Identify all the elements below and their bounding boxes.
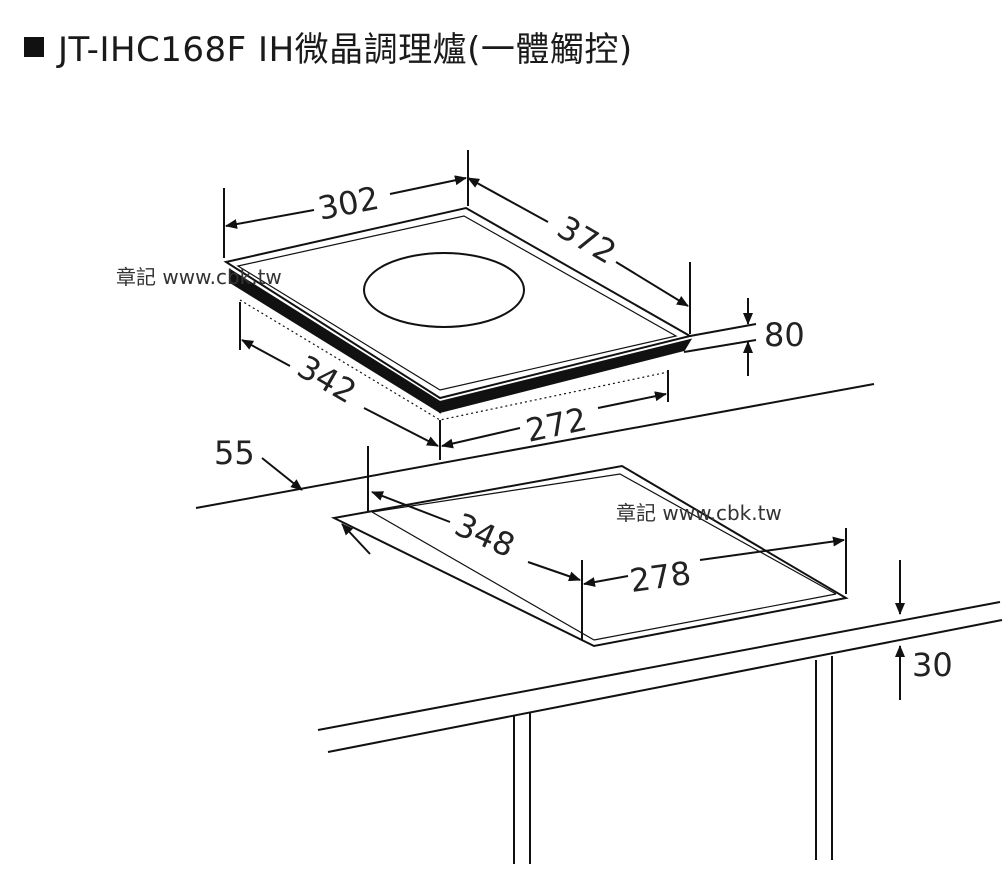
watermark-2: 章記 www.cbk.tw bbox=[616, 501, 782, 525]
label-cutout-width: 278 bbox=[628, 554, 694, 600]
dim-height bbox=[683, 298, 757, 376]
dim-body-width bbox=[441, 370, 669, 449]
bullet-square-icon bbox=[24, 37, 44, 57]
cooking-zone bbox=[363, 252, 525, 328]
hob-unit bbox=[223, 206, 693, 421]
label-height: 80 bbox=[764, 316, 805, 354]
hob-side-edge bbox=[439, 338, 693, 414]
label-counter-thickness: 30 bbox=[912, 646, 953, 684]
dim-cutout-width bbox=[583, 528, 847, 594]
countertop-cutout bbox=[330, 464, 849, 648]
watermark-1: 章記 www.cbk.tw bbox=[116, 265, 282, 289]
dim-edge-distance bbox=[261, 457, 371, 555]
countertop bbox=[195, 383, 1003, 753]
dim-body-depth bbox=[239, 302, 441, 460]
label-top-width: 302 bbox=[315, 179, 382, 228]
page-title: JT-IHC168F IH微晶調理爐(一體觸控) bbox=[24, 22, 633, 71]
dim-top-width bbox=[223, 150, 469, 258]
hob-top-inner-edge bbox=[236, 215, 678, 391]
title-text: JT-IHC168F IH微晶調理爐(一體觸控) bbox=[58, 30, 633, 70]
label-edge-distance: 55 bbox=[214, 434, 255, 472]
cabinet-supports bbox=[513, 656, 833, 864]
dim-top-depth bbox=[467, 177, 691, 334]
dim-cutout-depth bbox=[367, 446, 583, 640]
